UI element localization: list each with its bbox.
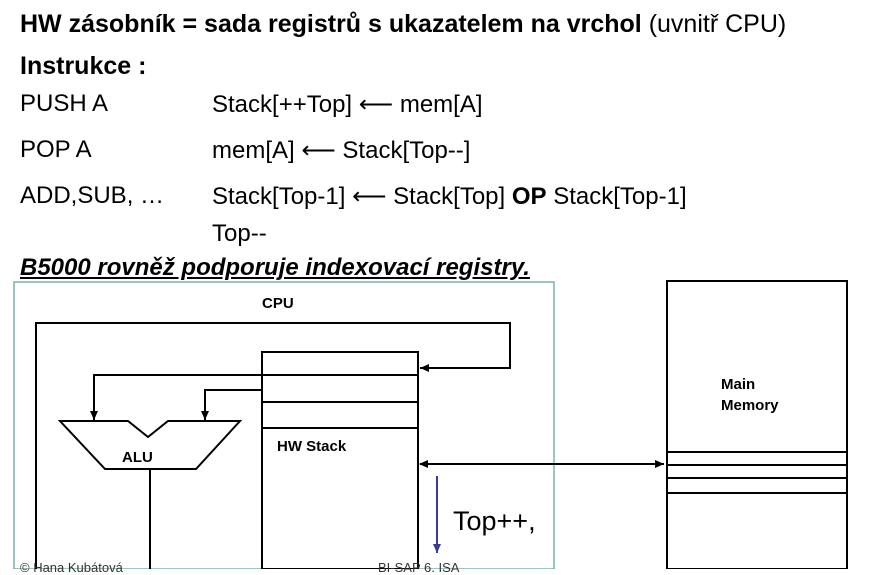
instruction-op-add-sub: ADD,SUB, … xyxy=(20,182,165,209)
top-increment-label: Top++, xyxy=(453,506,536,536)
hw-stack xyxy=(261,351,419,569)
main-memory xyxy=(666,280,848,569)
memory-label-line1: Main xyxy=(721,376,755,393)
alu-input-wire-1 xyxy=(90,374,262,420)
instruction-desc-pop: mem[A] ⟵ Stack[Top--] xyxy=(212,137,471,164)
alu-input-wire-2 xyxy=(201,389,262,420)
instructions-heading: Instrukce : xyxy=(20,52,147,80)
hw-stack-label: HW Stack xyxy=(277,438,347,455)
instruction-desc-push: Stack[++Top] ⟵ mem[A] xyxy=(212,91,483,118)
alu-block xyxy=(57,420,243,470)
instruction-desc-add-sub-line2: Top-- xyxy=(212,220,267,247)
instruction-op-pop: POP A xyxy=(20,136,92,163)
b5000-note: B5000 rovněž podporuje indexovací regist… xyxy=(20,254,530,281)
footer-author: © Hana Kubátová xyxy=(20,560,123,575)
footer-course: BI-SAP 6. ISA xyxy=(378,560,460,575)
instruction-op-push: PUSH A xyxy=(20,90,109,117)
memory-label-line2: Memory xyxy=(721,397,779,414)
instruction-desc-add-sub: Stack[Top-1] ⟵ Stack[Top] OP Stack[Top-1… xyxy=(212,183,687,210)
cpu-label: CPU xyxy=(262,295,294,312)
slide-title: HW zásobník = sada registrů s ukazatelem… xyxy=(20,10,787,38)
cpu-boundary xyxy=(13,281,555,569)
feedback-wire xyxy=(35,322,511,569)
alu-label: ALU xyxy=(122,449,153,466)
